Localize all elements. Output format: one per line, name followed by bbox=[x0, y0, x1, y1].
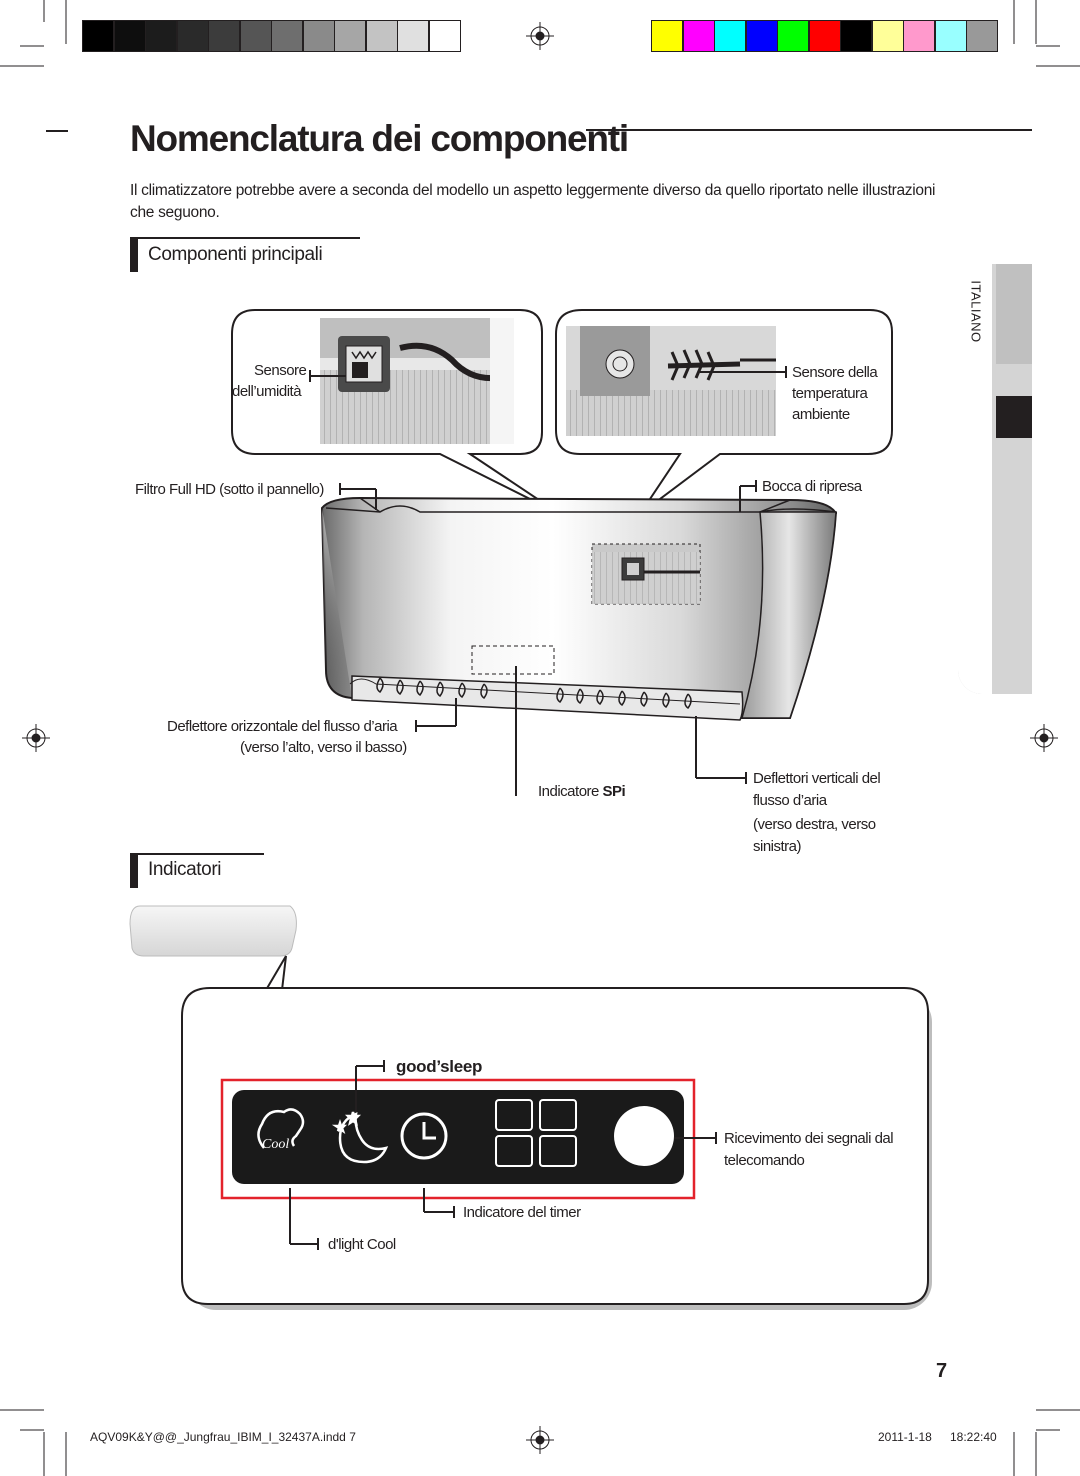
label-temp-sensor-1: Sensore della bbox=[792, 364, 878, 381]
registration-mark-left bbox=[22, 724, 50, 752]
label-spi-prefix: Indicatore bbox=[538, 783, 603, 800]
label-temp-sensor-2: temperatura bbox=[792, 385, 868, 402]
gray-swatch bbox=[82, 20, 114, 52]
label-spi-indicator: Indicatore SPi bbox=[538, 781, 626, 802]
language-tab-inner bbox=[958, 264, 992, 694]
footer-time: 18:22:40 bbox=[950, 1430, 997, 1444]
gray-swatch bbox=[113, 20, 146, 52]
color-swatch bbox=[777, 20, 809, 52]
footer-filename: AQV09K&Y@@_Jungfrau_IBIM_I_32437A.indd 7 bbox=[90, 1430, 356, 1444]
label-v-deflector-1: Deflettori verticali del bbox=[753, 770, 881, 787]
air-conditioner-illustration bbox=[231, 309, 893, 796]
registration-mark-right bbox=[1030, 724, 1058, 752]
label-remote-receiver-1: Ricevimento dei segnali dal bbox=[724, 1130, 894, 1147]
temperature-sensor-callout bbox=[555, 309, 893, 515]
label-humidity-sensor-1: Sensore bbox=[254, 362, 307, 379]
page-number: 7 bbox=[936, 1360, 948, 1382]
language-tab-marker bbox=[996, 396, 1032, 438]
gray-swatch bbox=[145, 20, 177, 52]
color-swatch bbox=[745, 20, 778, 52]
humidity-sensor-callout bbox=[231, 309, 561, 515]
gray-swatch bbox=[334, 20, 366, 52]
indoor-unit bbox=[320, 496, 837, 721]
label-temp-sensor-3: ambiente bbox=[792, 406, 850, 423]
cool-icon-text: Cool bbox=[262, 1137, 290, 1152]
label-good-sleep: good’sleep bbox=[396, 1057, 483, 1076]
gray-swatch bbox=[365, 20, 398, 52]
registration-mark-bottom bbox=[526, 1426, 554, 1454]
indicator-panel-illustration bbox=[129, 905, 932, 1310]
color-swatch bbox=[871, 20, 904, 52]
color-swatch bbox=[966, 20, 998, 52]
label-filter: Filtro Full HD (sotto il pannello) bbox=[135, 481, 324, 498]
gray-swatch bbox=[208, 20, 240, 52]
timer-icon bbox=[400, 1112, 448, 1160]
section-rule bbox=[130, 237, 360, 239]
label-air-inlet: Bocca di ripresa bbox=[762, 478, 862, 495]
label-h-deflector-2: (verso l’alto, verso il basso) bbox=[240, 739, 407, 756]
title-rule bbox=[586, 129, 1032, 131]
label-v-deflector-2: flusso d’aria bbox=[753, 792, 827, 809]
gray-swatch bbox=[302, 20, 335, 52]
label-dlight-cool: d'light Cool bbox=[328, 1236, 396, 1253]
label-humidity-sensor-2: dell’umidità bbox=[232, 383, 302, 400]
cool-icon bbox=[257, 1108, 305, 1149]
section-title-main: Componenti principali bbox=[148, 244, 323, 265]
sleep-icon bbox=[331, 1111, 389, 1164]
remote-receiver-window bbox=[614, 1106, 674, 1166]
gray-swatch bbox=[428, 20, 461, 52]
label-timer-indicator: Indicatore del timer bbox=[463, 1204, 581, 1221]
title-lead-rule bbox=[46, 130, 68, 132]
label-remote-receiver-2: telecomando bbox=[724, 1152, 805, 1169]
label-v-deflector-4: sinistra) bbox=[753, 838, 802, 855]
section-title-indicators: Indicatori bbox=[148, 859, 222, 880]
indicator-leaders bbox=[289, 1060, 717, 1250]
label-spi-bold: SPi bbox=[602, 783, 626, 800]
section-marker bbox=[130, 238, 138, 272]
leader-lines bbox=[309, 366, 787, 796]
gray-swatch bbox=[271, 20, 303, 52]
seven-segment-display bbox=[495, 1099, 577, 1167]
intro-paragraph: Il climatizzatore potrebbe avere a secon… bbox=[130, 182, 936, 221]
color-swatch bbox=[840, 20, 872, 52]
label-v-deflector-3: (verso destra, verso bbox=[753, 816, 876, 833]
page-title: Nomenclatura dei componenti bbox=[130, 118, 629, 159]
footer-date: 2011-1-18 bbox=[878, 1430, 932, 1444]
label-h-deflector-1: Deflettore orizzontale del flusso d’aria bbox=[167, 718, 398, 735]
color-swatch bbox=[903, 20, 935, 52]
section-marker-indicators bbox=[130, 854, 138, 888]
section-rule-indicators bbox=[130, 853, 264, 855]
language-tab-top bbox=[996, 264, 1032, 364]
registration-mark-top bbox=[526, 22, 554, 50]
